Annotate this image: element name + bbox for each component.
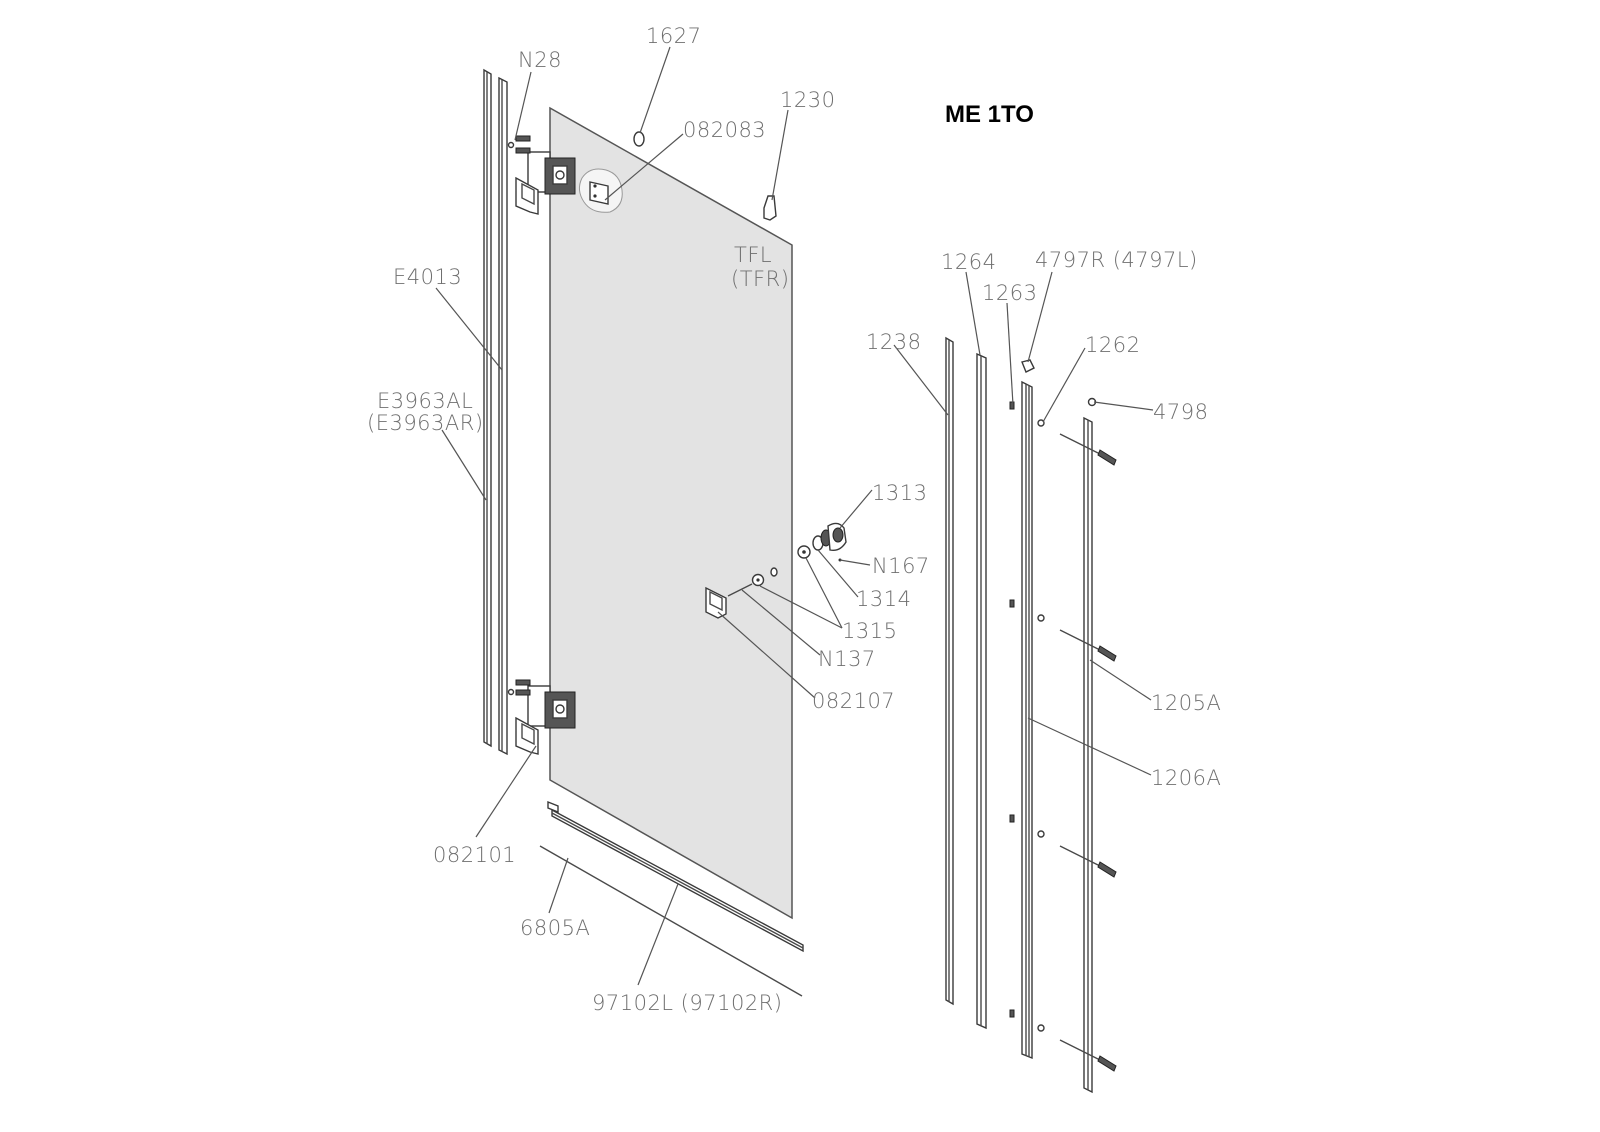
profile-1264 (976, 352, 987, 1030)
label-97102: 97102L (97102R) (592, 991, 782, 1015)
wall-profile-e3963a (483, 68, 492, 748)
profile-1206a (1021, 380, 1033, 1060)
label-4797: 4797R (4797L) (1035, 248, 1198, 272)
label-n167: N167 (872, 554, 930, 578)
label-e4013: E4013 (393, 265, 462, 289)
label-1263: 1263 (982, 281, 1037, 305)
profile-1238 (945, 336, 954, 1006)
label-1314: 1314 (856, 587, 911, 611)
label-1313: 1313 (872, 481, 927, 505)
label-6805a: 6805A (520, 916, 590, 940)
label-tfl: TFL (734, 243, 772, 267)
screw-row-4 (1009, 1009, 1117, 1072)
label-e3963ar: (E3963AR) (367, 411, 484, 435)
label-1262: 1262 (1085, 333, 1140, 357)
label-4798: 4798 (1153, 400, 1208, 424)
label-1627: 1627 (646, 24, 701, 48)
label-1230: 1230 (780, 88, 835, 112)
screw-row-2 (1009, 599, 1117, 662)
label-tfr: (TFR) (731, 267, 789, 291)
label-1238: 1238 (866, 330, 921, 354)
clip-part (763, 195, 777, 221)
label-1205a: 1205A (1151, 691, 1221, 715)
label-n28: N28 (518, 48, 562, 72)
bottom-seal-97102 (547, 800, 804, 953)
knob-handle (705, 567, 778, 619)
label-082083: 082083 (683, 118, 766, 142)
label-1206a: 1206A (1151, 766, 1221, 790)
screw-row-3 (1009, 814, 1117, 878)
profile-1205a (1083, 416, 1093, 1094)
label-e3963al: E3963AL (377, 389, 473, 413)
lower-hinge (507, 679, 576, 755)
upper-hinge (507, 135, 576, 215)
wall-profile-e4013 (498, 76, 508, 756)
part-labels: N28 1627 082083 1230 TFL (TFR) E4013 E39… (367, 24, 1221, 1015)
cover-cap (633, 131, 645, 147)
label-082107: 082107 (812, 689, 895, 713)
glass-hole-detail (578, 168, 623, 213)
label-1315: 1315 (842, 619, 897, 643)
label-1264: 1264 (941, 250, 996, 274)
leader-lines (435, 46, 1154, 986)
label-082101: 082101 (433, 843, 516, 867)
screw-row-1 (1009, 401, 1117, 466)
knob-back-assembly (797, 522, 847, 562)
diagram-title: ME 1TO (945, 101, 1034, 128)
glass-panel (549, 106, 793, 920)
drip-seal-6805a (539, 845, 803, 997)
cap-4797 (1021, 359, 1035, 373)
label-n137: N137 (818, 647, 876, 671)
